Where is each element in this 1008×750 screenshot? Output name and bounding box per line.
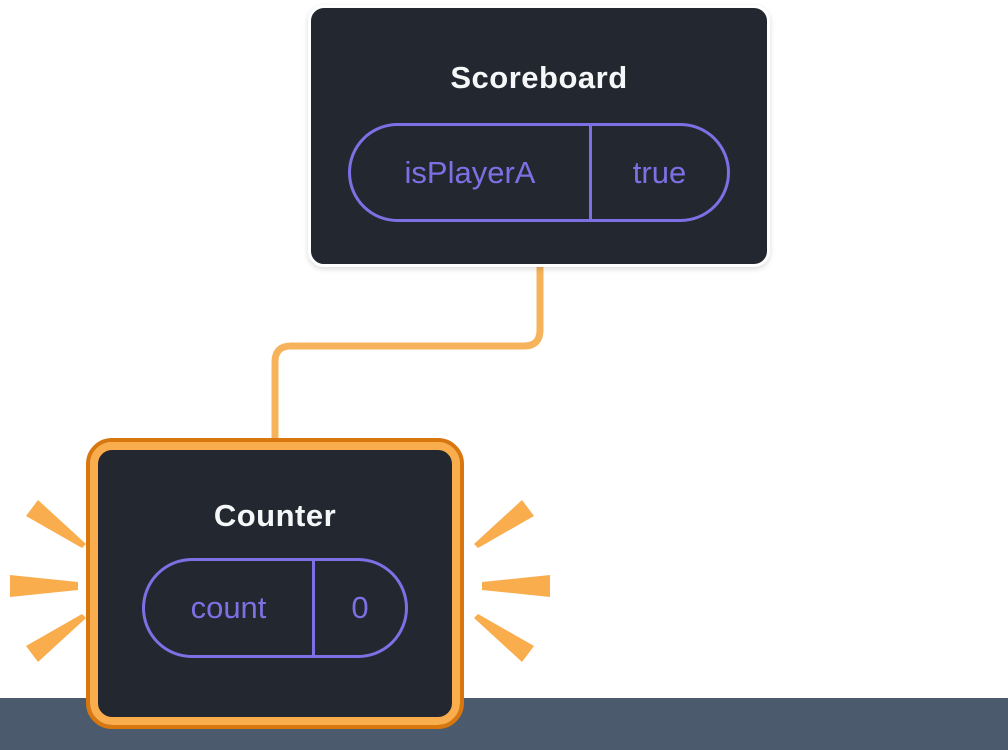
spark-icon <box>482 575 550 597</box>
sparks-right <box>474 500 550 662</box>
state-value: 0 <box>351 590 369 625</box>
state-key: isPlayerA <box>351 126 592 219</box>
counter-state-pill: count 0 <box>142 558 408 658</box>
state-key: count <box>145 561 315 655</box>
connector-line <box>271 260 544 450</box>
scoreboard-title: Scoreboard <box>450 60 628 95</box>
scoreboard-node: Scoreboard isPlayerA true <box>308 5 770 267</box>
counter-title: Counter <box>213 498 337 533</box>
state-value: true <box>632 154 687 190</box>
sparks-left <box>10 500 86 662</box>
counter-node: Counter count 0 <box>86 438 464 729</box>
spark-icon <box>474 500 534 548</box>
spark-icon <box>26 614 86 662</box>
scoreboard-state-pill: isPlayerA true <box>348 123 730 222</box>
spark-icon <box>474 614 534 662</box>
spark-icon <box>10 575 78 597</box>
spark-icon <box>26 500 86 548</box>
